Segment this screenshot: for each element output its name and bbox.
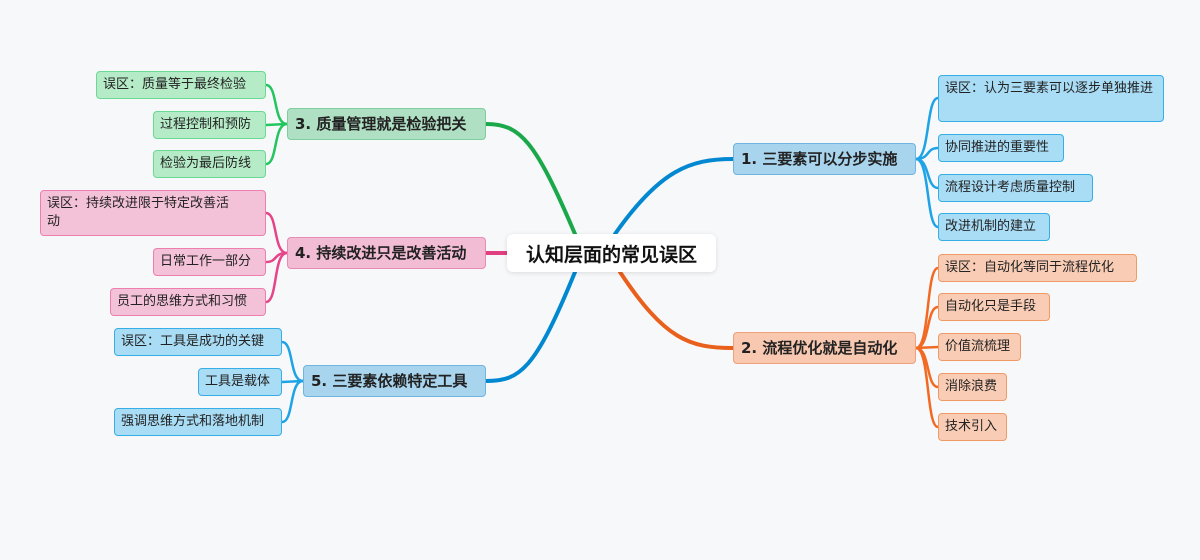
branch-5[interactable]: 5. 三要素依赖特定工具 (303, 365, 486, 397)
branch-5-child[interactable]: 误区：工具是成功的关键 (114, 328, 282, 356)
branch-4-child[interactable]: 误区：持续改进限于特定改善活动 (40, 190, 266, 236)
link-root-branch5 (484, 270, 577, 383)
branch-3-child[interactable]: 检验为最后防线 (153, 150, 266, 178)
link-root-branch2 (618, 270, 735, 350)
branch-5-child[interactable]: 强调思维方式和落地机制 (114, 408, 282, 436)
branch-3[interactable]: 3. 质量管理就是检验把关 (287, 108, 486, 140)
branch-2-child[interactable]: 消除浪费 (938, 373, 1007, 401)
branch-2[interactable]: 2. 流程优化就是自动化 (733, 332, 916, 364)
branch-1-child[interactable]: 流程设计考虑质量控制 (938, 174, 1093, 202)
branch-2-child[interactable]: 价值流梳理 (938, 333, 1021, 361)
branch-5-child[interactable]: 工具是载体 (198, 368, 282, 396)
branch-1-child[interactable]: 协同推进的重要性 (938, 134, 1064, 162)
link-root-branch3 (484, 122, 577, 236)
branch-4-child[interactable]: 员工的思维方式和习惯 (110, 288, 266, 316)
branch-3-child[interactable]: 过程控制和预防 (153, 111, 266, 139)
branch-2-child[interactable]: 自动化只是手段 (938, 293, 1050, 321)
branch-1[interactable]: 1. 三要素可以分步实施 (733, 143, 916, 175)
branch-4[interactable]: 4. 持续改进只是改善活动 (287, 237, 486, 269)
branch-4-child[interactable]: 日常工作一部分 (153, 248, 266, 276)
branch-2-child[interactable]: 误区：自动化等同于流程优化 (938, 254, 1137, 282)
branch-1-child[interactable]: 误区：认为三要素可以逐步单独推进 (938, 75, 1164, 122)
root-topic[interactable]: 认知层面的常见误区 (507, 234, 716, 272)
branch-1-child[interactable]: 改进机制的建立 (938, 213, 1050, 241)
branch-3-child[interactable]: 误区：质量等于最终检验 (96, 71, 266, 99)
branch-2-child[interactable]: 技术引入 (938, 413, 1007, 441)
link-root-branch1 (613, 157, 735, 236)
